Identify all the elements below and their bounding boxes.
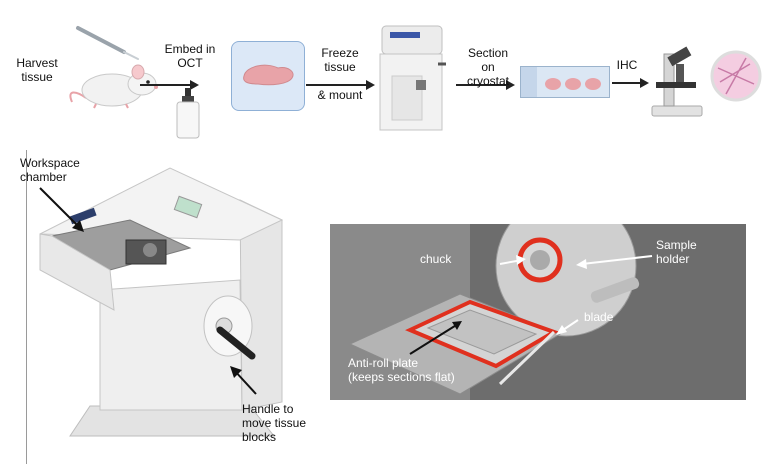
freeze-label-line1: Freeze	[321, 46, 359, 60]
handle-arrow	[230, 366, 257, 395]
cryostat-large-icon	[39, 167, 284, 437]
antiroll-label-line1: Anti-roll plate	[348, 356, 419, 370]
flow-arrow-1-head	[190, 80, 199, 90]
freeze-label-line2: tissue	[324, 60, 356, 74]
cryostat-small-icon	[379, 25, 446, 131]
handle-label-line2: move tissue	[242, 416, 307, 430]
slide-label-area	[521, 67, 537, 97]
mouse-icon	[69, 64, 158, 109]
harvest-label-line2: tissue	[21, 70, 53, 84]
embed-label: Embed in OCT	[160, 42, 220, 70]
oct-block-box	[231, 41, 305, 111]
closeup-scene	[330, 224, 746, 400]
antiroll-label-line2: (keeps sections flat)	[348, 370, 455, 384]
slide-icon	[520, 66, 610, 98]
handle-label-line1: Handle to	[242, 402, 294, 416]
scalpel-icon	[76, 26, 139, 60]
ihc-label: IHC	[612, 58, 642, 72]
oct-bottle-icon	[176, 88, 200, 139]
cryostat-closeup-photo: chuck Sample holder blade Anti-roll plat…	[330, 224, 746, 400]
antiroll-label: Anti-roll plate (keeps sections flat)	[348, 356, 455, 384]
flow-arrow-3	[456, 84, 508, 86]
workspace-arrow	[39, 187, 84, 232]
flow-arrow-1	[140, 84, 192, 86]
embed-label-line2: OCT	[177, 56, 203, 70]
section-label: Section on cryostat	[460, 46, 516, 88]
flow-arrow-3-head	[506, 80, 515, 90]
sample-holder-label-line2: holder	[656, 252, 690, 266]
section-label-line1: Section	[467, 46, 509, 60]
flow-arrow-2	[306, 84, 368, 86]
microscope-icon	[651, 46, 762, 117]
harvest-label-line1: Harvest	[16, 56, 58, 70]
harvest-label: Harvest tissue	[6, 56, 68, 84]
embed-label-line1: Embed in	[164, 42, 216, 56]
freeze-label-line3: & mount	[317, 88, 363, 102]
workspace-label: Workspace chamber	[20, 156, 110, 184]
handle-label: Handle to move tissue blocks	[242, 402, 332, 444]
flow-arrow-4	[612, 82, 642, 84]
sample-holder-label-line1: Sample	[656, 238, 697, 252]
section-label-line2: on	[481, 60, 495, 74]
chuck-label: chuck	[420, 252, 452, 266]
tissue-sections-icon	[545, 78, 601, 90]
workspace-label-line1: Workspace	[20, 156, 80, 170]
blade-label: blade	[584, 310, 614, 324]
flow-arrow-2-head	[366, 80, 375, 90]
section-label-line3: cryostat	[466, 74, 509, 88]
sample-holder-label: Sample holder	[656, 238, 697, 266]
ihc-label-line1: IHC	[616, 58, 638, 72]
handle-label-line3: blocks	[242, 430, 277, 444]
workspace-label-line2: chamber	[20, 170, 67, 184]
brain-tissue-icon	[243, 64, 294, 86]
flow-arrow-4-head	[640, 78, 649, 88]
cryostat-illustration	[30, 140, 320, 440]
divider-line	[26, 150, 27, 464]
blade-icon	[498, 330, 556, 386]
freeze-label: Freeze tissue & mount	[312, 46, 368, 102]
